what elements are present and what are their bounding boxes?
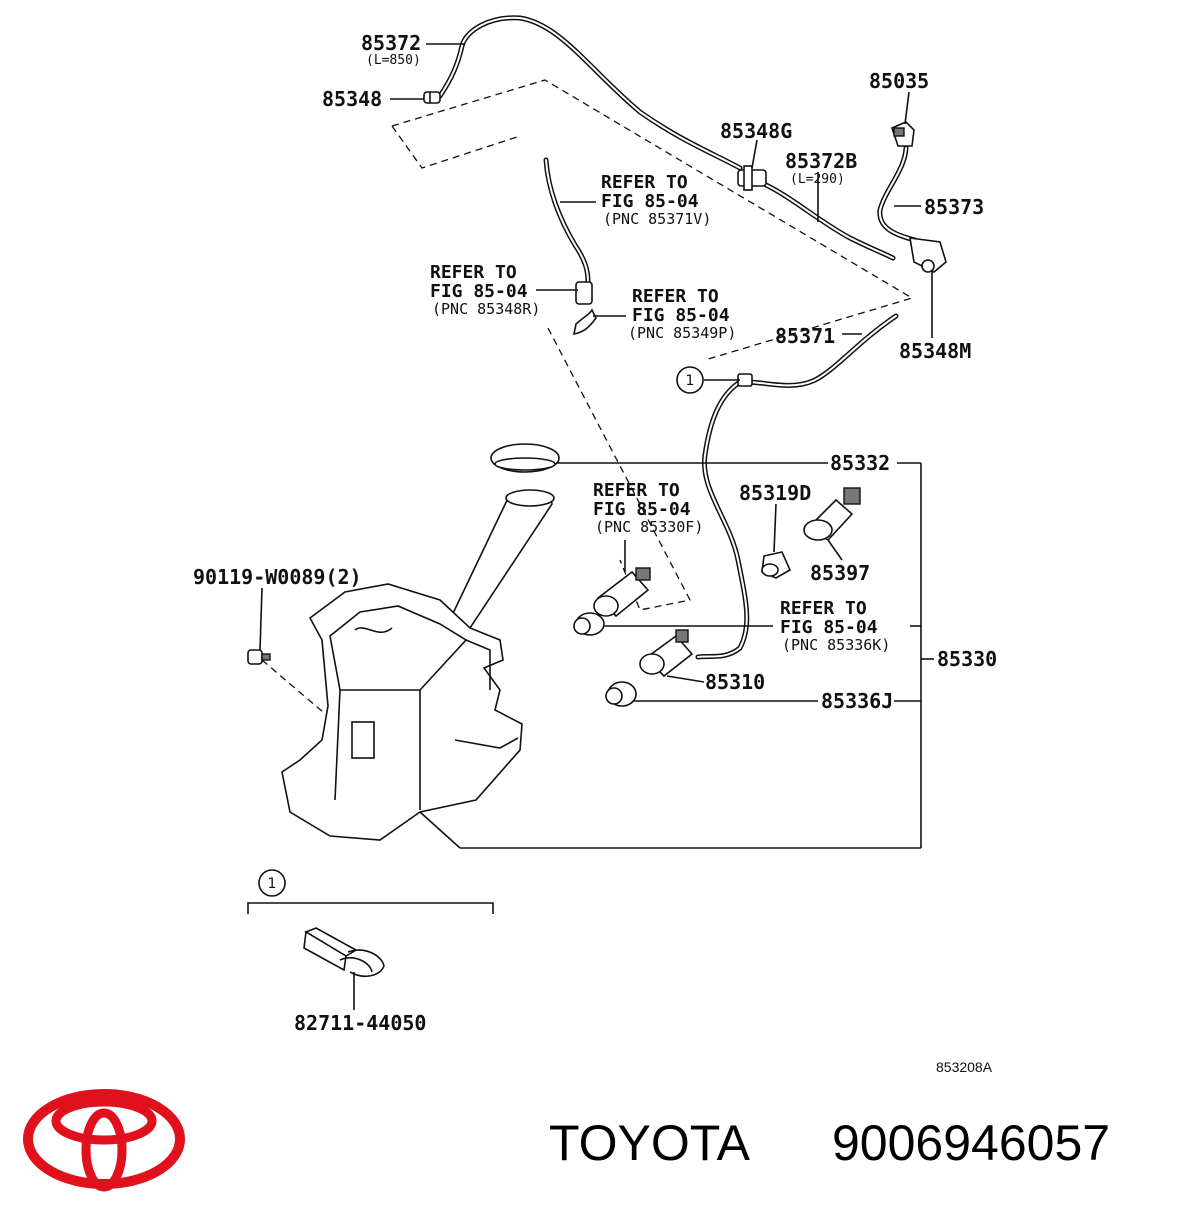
- refer-line1: REFER TO: [601, 172, 688, 193]
- label-85372-length: (L=850): [366, 53, 421, 68]
- label-85035: 85035: [869, 69, 929, 93]
- leader-lines: [259, 43, 934, 849]
- hose-85373: [877, 145, 918, 243]
- refer-block-85336k: REFER TO FIG 85-04 (PNC 85336K): [780, 598, 890, 654]
- label-85332: 85332: [830, 451, 890, 475]
- level-sensor-85397: [803, 487, 861, 542]
- refer-pnc: (PNC 85330F): [595, 518, 703, 536]
- brand-name: TOYOTA: [549, 1115, 751, 1171]
- label-85336j: 85336J: [821, 689, 893, 713]
- refer-line2: FIG 85-04: [632, 305, 730, 326]
- label-85372b-length: (L=290): [790, 172, 845, 187]
- label-85330: 85330: [937, 647, 997, 671]
- refer-pnc: (PNC 85349P): [628, 324, 736, 342]
- drawing-code: 853208A: [936, 1059, 993, 1075]
- label-85397: 85397: [810, 561, 870, 585]
- refer-line2: FIG 85-04: [430, 281, 528, 302]
- clip-85371: [737, 373, 753, 387]
- refer-block-85330f: REFER TO FIG 85-04 (PNC 85330F): [593, 480, 703, 536]
- refer-line2: FIG 85-04: [593, 499, 691, 520]
- label-85372b: 85372B: [785, 149, 857, 173]
- refer-block-85371v: REFER TO FIG 85-04 (PNC 85371V): [601, 172, 711, 228]
- refer-pnc: (PNC 85371V): [603, 210, 711, 228]
- dashed-outline-hood: [391, 79, 914, 361]
- label-85310: 85310: [705, 670, 765, 694]
- refer-line1: REFER TO: [780, 598, 867, 619]
- callout-number: 1: [686, 373, 695, 389]
- washer-pump-85310: [639, 629, 694, 678]
- label-85371: 85371: [775, 324, 835, 348]
- label-85348: 85348: [322, 87, 382, 111]
- refer-line1: REFER TO: [430, 262, 517, 283]
- refer-line2: FIG 85-04: [601, 191, 699, 212]
- callout-number: 1: [268, 876, 277, 892]
- refer-pnc: (PNC 85348R): [432, 300, 540, 318]
- label-82711: 82711-44050: [294, 1011, 426, 1035]
- hose-85372: [437, 15, 743, 171]
- dashed-leader-bolt: [261, 659, 331, 719]
- check-valve-85348: [423, 91, 441, 104]
- detail-1-box: 1: [247, 869, 494, 914]
- washer-tank-85330: [281, 489, 555, 841]
- dashed-outline-tank: [547, 327, 691, 611]
- label-85372: 85372: [361, 31, 421, 55]
- refer-pnc: (PNC 85336K): [782, 636, 890, 654]
- grommet-85336j: [605, 681, 637, 707]
- refer-line2: FIG 85-04: [780, 617, 878, 638]
- toyota-logo: [23, 1089, 185, 1192]
- refer-line1: REFER TO: [593, 480, 680, 501]
- nozzle-85035: [891, 121, 915, 147]
- hose-85372b: [761, 181, 896, 261]
- clip-82711: [303, 927, 385, 1010]
- refer-block-85348r: REFER TO FIG 85-04 (PNC 85348R): [430, 262, 540, 318]
- washer-pump-upper: [593, 567, 651, 618]
- refer-block-85349p: REFER TO FIG 85-04 (PNC 85349P): [628, 286, 736, 342]
- bolt-90119: [247, 649, 271, 665]
- part-number: 9006946057: [832, 1115, 1110, 1171]
- label-85373: 85373: [924, 195, 984, 219]
- label-85319d: 85319D: [739, 481, 811, 505]
- refer-line1: REFER TO: [632, 286, 719, 307]
- dashed-outline-hood-left: [391, 125, 521, 169]
- tank-cap-85332: [490, 443, 560, 473]
- hose-85371-refer: [543, 157, 591, 285]
- callout-1-marker: 1: [676, 366, 704, 394]
- joint-85348m: [909, 237, 947, 273]
- grommet-upper: [573, 612, 605, 636]
- connector-85348g: [737, 165, 767, 191]
- grommet-85319d: [761, 551, 792, 579]
- label-85348g: 85348G: [720, 119, 792, 143]
- label-85348m: 85348M: [899, 339, 971, 363]
- hose-85371: [695, 313, 899, 660]
- hose-end-85371: [572, 281, 597, 335]
- label-90119: 90119-W0089(2): [193, 565, 362, 589]
